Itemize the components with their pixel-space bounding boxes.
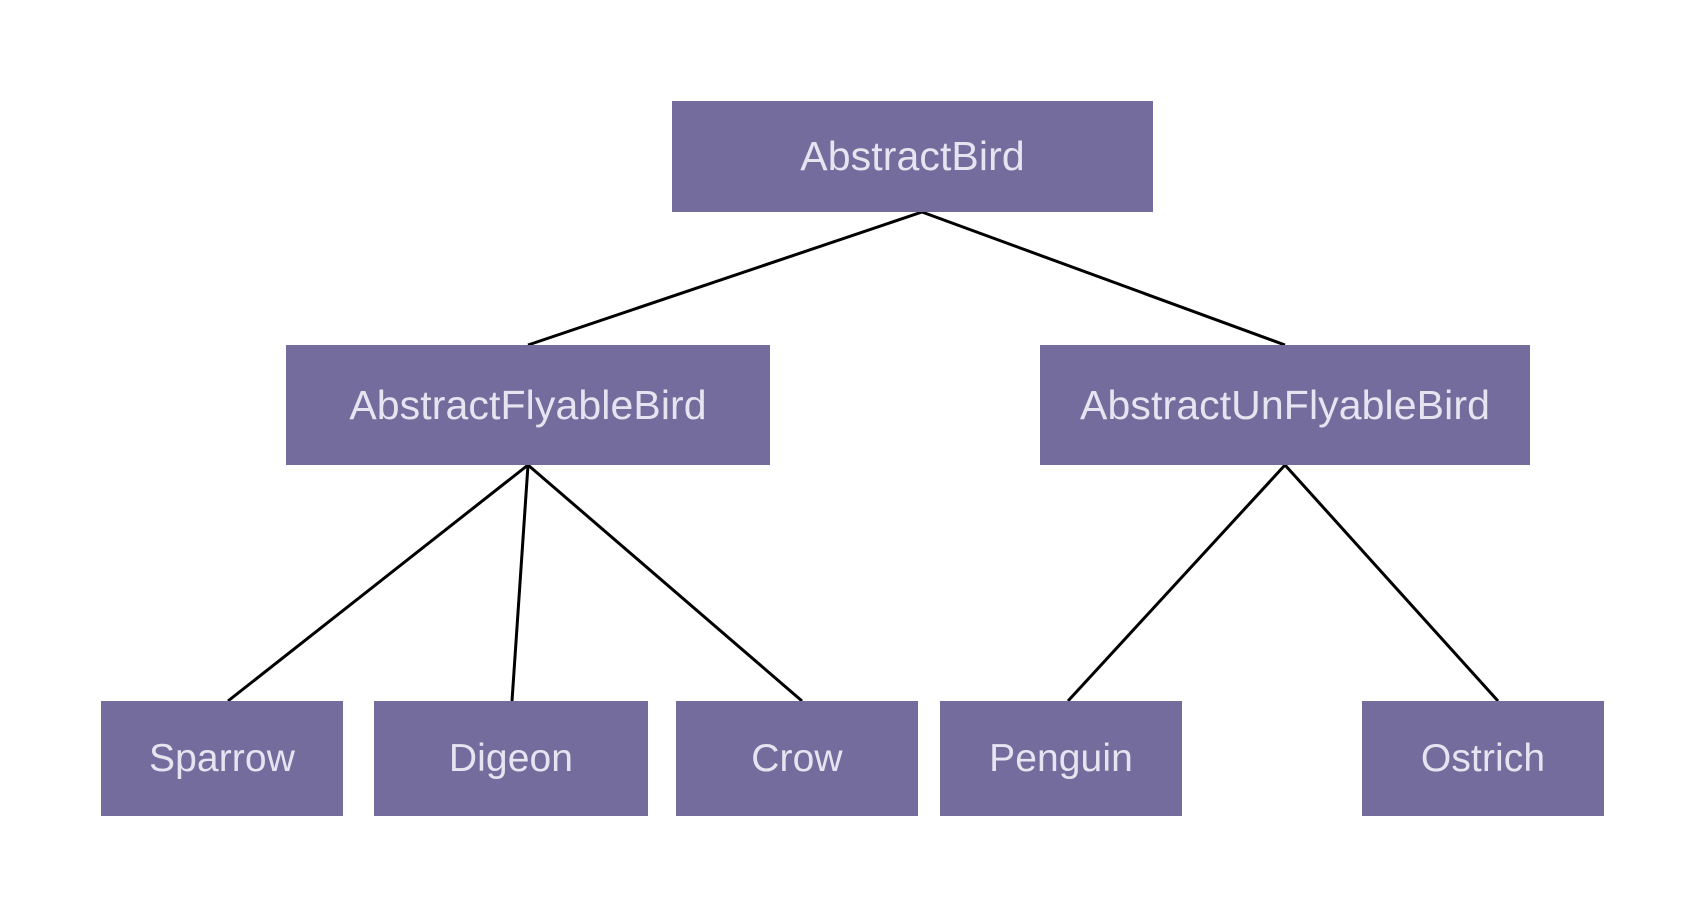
node-crow[interactable]: Crow bbox=[676, 701, 918, 816]
node-sparrow[interactable]: Sparrow bbox=[101, 701, 343, 816]
node-label-crow: Crow bbox=[751, 737, 843, 780]
node-label-penguin: Penguin bbox=[989, 737, 1133, 780]
edge-bird-unflyable bbox=[921, 210, 1286, 347]
node-label-abstract-bird: AbstractBird bbox=[800, 133, 1025, 179]
edge-unflyable-ostrich bbox=[1283, 463, 1500, 703]
edge-flyable-sparrow bbox=[227, 463, 529, 703]
node-penguin[interactable]: Penguin bbox=[940, 701, 1182, 816]
edge-unflyable-penguin bbox=[1066, 463, 1287, 703]
node-label-abstract-flyable-bird: AbstractFlyableBird bbox=[349, 381, 707, 428]
node-digeon[interactable]: Digeon bbox=[374, 701, 648, 816]
node-abstract-flyable-bird[interactable]: AbstractFlyableBird bbox=[286, 345, 770, 465]
node-label-ostrich: Ostrich bbox=[1420, 737, 1546, 780]
node-ostrich[interactable]: Ostrich bbox=[1362, 701, 1604, 816]
node-label-sparrow: Sparrow bbox=[149, 737, 295, 780]
edge-flyable-digeon bbox=[510, 464, 530, 702]
node-label-digeon: Digeon bbox=[448, 737, 574, 780]
node-abstract-unflyable-bird[interactable]: AbstractUnFlyableBird bbox=[1040, 345, 1530, 465]
node-label-abstract-unflyable-bird: AbstractUnFlyableBird bbox=[1080, 381, 1490, 428]
edge-bird-flyable bbox=[527, 210, 923, 347]
node-abstract-bird[interactable]: AbstractBird bbox=[672, 101, 1153, 212]
edge-flyable-crow bbox=[527, 463, 803, 703]
